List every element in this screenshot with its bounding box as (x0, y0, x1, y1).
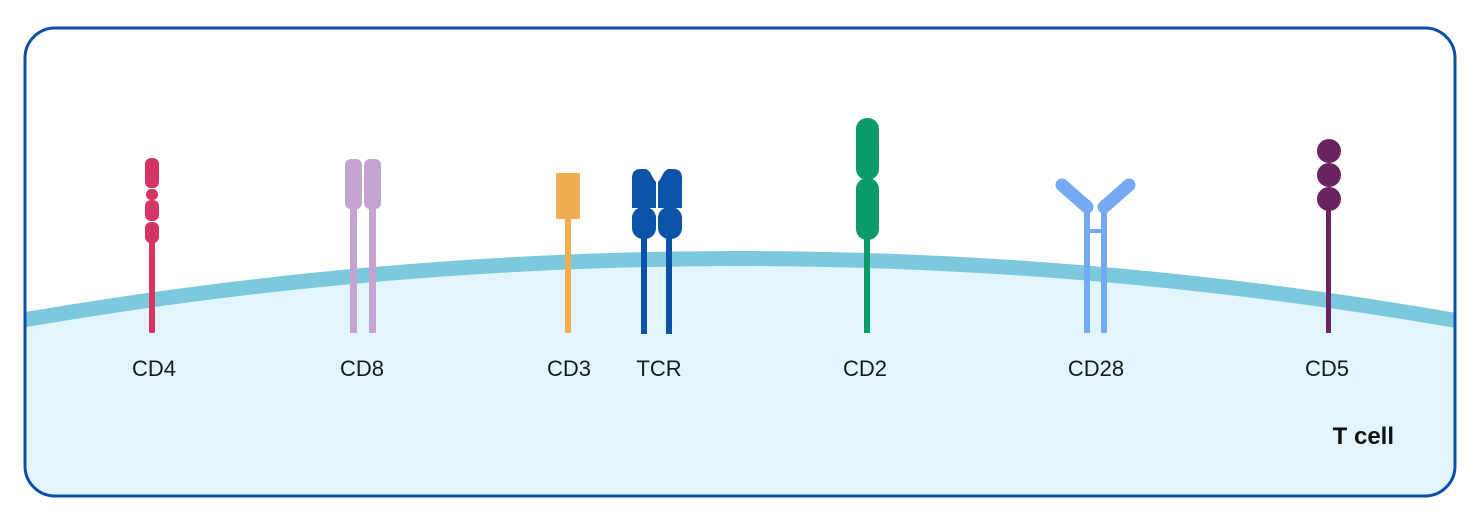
cd3-stalk (565, 216, 571, 333)
cd4-domain-2 (146, 189, 158, 200)
cell-membrane (25, 251, 1455, 332)
receptor-label-cd2: CD2 (843, 356, 887, 381)
cd4-stalk (149, 230, 155, 333)
cd5-domain-3 (1317, 187, 1341, 211)
receptor-label-cd8: CD8 (340, 356, 384, 381)
cd8-domain-alpha (345, 159, 362, 209)
tcr-variable-alpha (632, 169, 656, 208)
receptor-label-tcr: TCR (636, 356, 681, 381)
receptor-label-cd3: CD3 (547, 356, 591, 381)
tcr-constant-alpha (632, 207, 656, 239)
tcr-stalk-beta (666, 230, 672, 334)
cd8-receptor (345, 159, 381, 333)
cd8-domain-beta (364, 159, 381, 209)
frame-border (23, 26, 1457, 498)
cd28-arm-left (1055, 178, 1094, 214)
cell-type-label: T cell (1333, 423, 1394, 450)
cd28-crosslink (1087, 229, 1104, 233)
receptor-label-cd28: CD28 (1068, 356, 1124, 381)
cd8-stalk-alpha (350, 205, 357, 333)
cd4-domain-3 (145, 200, 159, 221)
cd28-receptor (1055, 178, 1136, 333)
cd2-domain-1 (856, 118, 879, 180)
cd2-receptor (856, 118, 879, 333)
tcr-constant-beta (658, 207, 682, 239)
tcr-stalk-alpha (641, 230, 647, 334)
cd5-domain-1 (1317, 139, 1341, 163)
cd5-receptor (1317, 139, 1341, 333)
cd3-receptor (556, 173, 580, 333)
cd2-stalk (864, 236, 870, 333)
cd4-domain-4 (145, 222, 159, 243)
cd3-domain (556, 173, 580, 219)
cd28-arm-right (1097, 178, 1136, 214)
cd4-domain-1 (145, 158, 159, 188)
cd28-stalk-right (1101, 200, 1107, 333)
cd5-stalk (1326, 205, 1331, 333)
cd2-domain-2 (856, 178, 879, 240)
tcr-variable-beta (658, 169, 682, 208)
cd28-stalk-left (1084, 200, 1090, 333)
receptor-label-cd5: CD5 (1305, 356, 1349, 381)
receptor-label-cd4: CD4 (132, 356, 176, 381)
tcr-receptor (632, 169, 682, 334)
cd4-receptor (145, 158, 159, 333)
cd5-domain-2 (1317, 163, 1341, 187)
cd8-stalk-beta (369, 205, 376, 333)
